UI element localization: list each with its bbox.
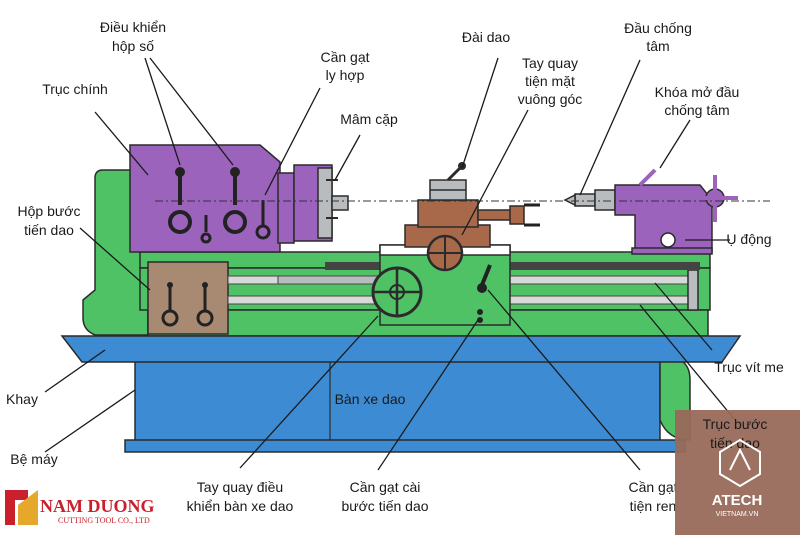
label-can-gat-cai-2: bước tiến dao (341, 498, 428, 514)
label-khoa-mo-1: Khóa mở đầu (655, 84, 740, 100)
atech-emblem-icon (719, 438, 761, 488)
label-dau-chong-tam-2: tâm (646, 38, 669, 54)
tray (60, 335, 742, 363)
label-dai-dao: Đài dao (462, 29, 510, 45)
part-labels: Điều khiển hộp số Trục chính Cần gạt ly … (6, 19, 784, 514)
tool-post (429, 162, 467, 201)
label-ban-xe-dao: Bàn xe dao (335, 391, 406, 407)
atech-domain: VIETNAM.VN (716, 511, 759, 518)
label-hop-buoc-1: Hộp bước (18, 203, 81, 219)
gearbox-levers (168, 167, 271, 244)
headstock-gearbox (129, 144, 295, 253)
label-can-gat-cai-1: Cần gạt cài (350, 479, 421, 495)
nam-duong-emblem-icon (5, 490, 38, 525)
label-can-gat-ly-hop-2: ly hợp (326, 67, 365, 83)
chuck (293, 164, 349, 242)
label-can-gat-tien-2: tiện ren (630, 498, 677, 514)
atech-logo: Trục bước tiến dao ATECH VIETNAM.VN (675, 410, 800, 535)
label-hop-buoc-2: tiến dao (24, 222, 74, 238)
label-tay-quay-dk-2: khiển bàn xe dao (187, 498, 294, 514)
label-dieu-khien-hop-so-1: Điều khiển (100, 19, 166, 35)
atech-wordmark: ATECH (712, 492, 763, 509)
label-tay-quay-tien-mat-2: tiện mặt (525, 73, 575, 89)
label-khoa-mo-2: chống tâm (664, 102, 729, 118)
label-tay-quay-dk-1: Tay quay điều (197, 479, 283, 495)
nam-duong-logo: NAM DUONG CUTTING TOOL CO., LTD (5, 490, 155, 525)
label-dau-chong-tam-1: Đầu chống (624, 20, 692, 36)
label-u-dong: Ụ động (726, 231, 771, 247)
label-tay-quay-tien-mat-1: Tay quay (522, 55, 578, 71)
machine-base (124, 357, 686, 453)
label-truc-vit-me: Trục vít me (714, 359, 784, 375)
feed-gearbox (147, 261, 229, 335)
label-mam-cap: Mâm cặp (340, 111, 398, 127)
nam-duong-wordmark: NAM DUONG (40, 496, 155, 516)
leader-lines (44, 57, 736, 471)
label-can-gat-ly-hop-1: Cần gạt (320, 49, 369, 65)
label-khay: Khay (6, 391, 38, 407)
cross-slide (404, 199, 540, 272)
bed-rack (325, 262, 700, 270)
label-be-may: Bệ máy (10, 451, 57, 467)
label-truc-buoc-1: Trục bước (703, 416, 768, 432)
label-dieu-khien-hop-so-2: hộp số (112, 38, 154, 54)
nam-duong-subtitle: CUTTING TOOL CO., LTD (58, 516, 150, 525)
label-truc-chinh: Trục chính (42, 81, 108, 97)
label-can-gat-tien-1: Cần gạt (628, 479, 677, 495)
label-tay-quay-tien-mat-3: vuông góc (518, 91, 583, 107)
tailstock (563, 168, 738, 255)
